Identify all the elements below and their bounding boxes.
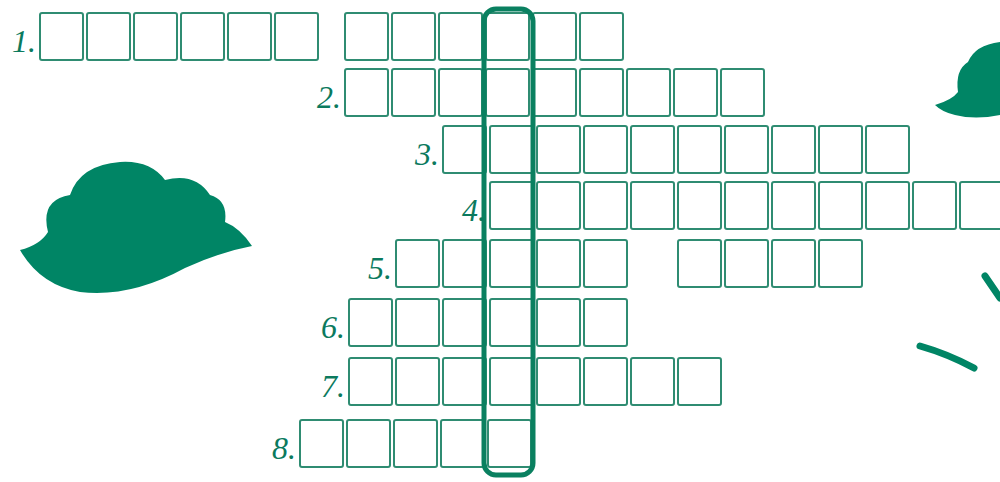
letter-box <box>866 182 909 229</box>
letter-box <box>392 13 435 60</box>
letter-box <box>490 240 533 287</box>
letter-box <box>537 299 580 346</box>
letter-box <box>725 240 768 287</box>
letter-box <box>537 126 580 173</box>
letter-box <box>443 126 486 173</box>
letter-box <box>275 13 318 60</box>
letter-box <box>533 69 576 116</box>
letter-box <box>439 69 482 116</box>
letter-box <box>486 13 529 60</box>
letter-box <box>443 240 486 287</box>
letter-box <box>486 69 529 116</box>
letter-box <box>443 358 486 405</box>
letter-box <box>678 240 721 287</box>
letter-box <box>678 126 721 173</box>
keyword-column <box>484 9 533 475</box>
row-number: 1. <box>12 25 36 57</box>
letter-box <box>490 126 533 173</box>
letter-box <box>349 299 392 346</box>
letter-box <box>678 358 721 405</box>
letter-box <box>439 13 482 60</box>
letter-box <box>443 299 486 346</box>
letter-box <box>627 69 670 116</box>
letter-box <box>40 13 83 60</box>
letter-box <box>772 126 815 173</box>
letter-box <box>490 358 533 405</box>
letter-box <box>300 420 343 467</box>
letter-box <box>396 240 439 287</box>
letter-box <box>678 182 721 229</box>
letter-box <box>725 182 768 229</box>
letter-box <box>396 358 439 405</box>
letter-box <box>772 240 815 287</box>
letter-box <box>584 182 627 229</box>
letter-box <box>537 182 580 229</box>
sun-ray <box>920 346 974 368</box>
row-number: 7. <box>321 370 345 402</box>
sun-ray <box>985 276 1000 298</box>
row-number: 8. <box>272 432 296 464</box>
letter-box <box>134 13 177 60</box>
letter-box <box>584 299 627 346</box>
letter-box <box>396 299 439 346</box>
row-number: 3. <box>415 138 439 170</box>
letter-box <box>345 13 388 60</box>
cloud <box>935 42 1000 118</box>
letter-box <box>819 182 862 229</box>
letter-box <box>674 69 717 116</box>
letter-box <box>584 240 627 287</box>
letter-box <box>631 358 674 405</box>
letter-box <box>349 358 392 405</box>
letter-box <box>181 13 224 60</box>
row-number: 4. <box>462 194 486 226</box>
letter-box <box>584 358 627 405</box>
row-number: 6. <box>321 311 345 343</box>
letter-box <box>537 240 580 287</box>
letter-box <box>392 69 435 116</box>
letter-box <box>580 69 623 116</box>
letter-box <box>345 69 388 116</box>
cloud <box>20 162 252 293</box>
letter-box <box>537 358 580 405</box>
letter-box <box>819 240 862 287</box>
letter-box <box>631 126 674 173</box>
letter-boxes <box>40 13 1000 467</box>
letter-box <box>819 126 862 173</box>
letter-box <box>580 13 623 60</box>
letter-box <box>488 420 531 467</box>
letter-box <box>584 126 627 173</box>
letter-box <box>490 182 533 229</box>
letter-box <box>490 299 533 346</box>
letter-box <box>87 13 130 60</box>
letter-box <box>960 182 1000 229</box>
row-number: 5. <box>368 252 392 284</box>
row-number: 2. <box>317 81 341 113</box>
letter-box <box>441 420 484 467</box>
letter-box <box>721 69 764 116</box>
letter-box <box>725 126 768 173</box>
letter-box <box>913 182 956 229</box>
letter-box <box>772 182 815 229</box>
letter-box <box>228 13 271 60</box>
letter-box <box>347 420 390 467</box>
letter-box <box>866 126 909 173</box>
letter-box <box>533 13 576 60</box>
letter-box <box>631 182 674 229</box>
letter-box <box>394 420 437 467</box>
